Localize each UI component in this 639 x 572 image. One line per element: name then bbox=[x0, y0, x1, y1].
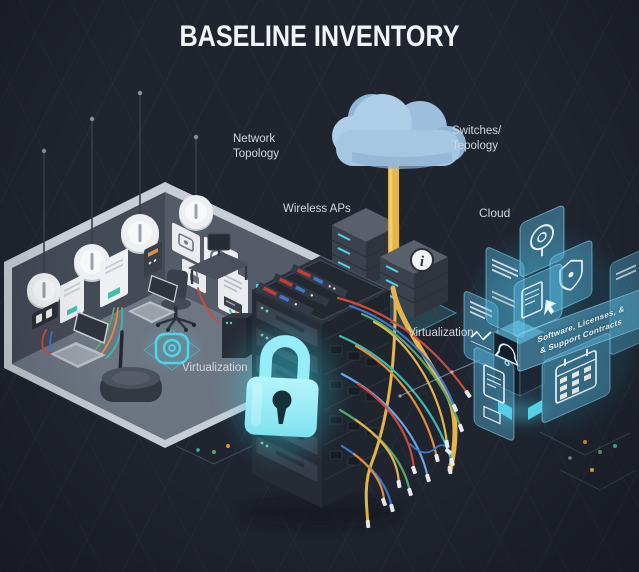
power-outlet bbox=[32, 301, 58, 330]
wall-frame-icon bbox=[172, 222, 200, 264]
wall-mounted-devices bbox=[32, 241, 162, 330]
edge-panel bbox=[609, 250, 639, 355]
info-badge-icon: i bbox=[410, 248, 434, 272]
rack-top-strips bbox=[256, 264, 348, 316]
label-cloud: Cloud bbox=[479, 206, 511, 220]
virtualization-icon bbox=[143, 329, 201, 371]
label-switches-topology: Switches/ Tepology bbox=[452, 125, 502, 152]
padlock-icon bbox=[229, 326, 338, 459]
circuit-traces bbox=[175, 431, 637, 491]
spec-card bbox=[218, 264, 248, 323]
dark-wall-box bbox=[144, 241, 162, 278]
cloud-icon bbox=[332, 94, 466, 169]
laptop-icon bbox=[50, 274, 179, 368]
page-title: BASELINE INVENTORY bbox=[179, 20, 460, 53]
label-virtualization-cluster: Virtualization bbox=[408, 327, 474, 339]
shield-icon bbox=[549, 240, 593, 313]
calendar-icon bbox=[541, 332, 611, 423]
desk bbox=[188, 233, 250, 284]
patch-cables bbox=[336, 285, 470, 526]
magnifier-icon bbox=[519, 205, 565, 277]
software-cluster bbox=[398, 205, 639, 441]
label-wireless-aps: Wireless APs bbox=[283, 203, 351, 215]
svg-text:i: i bbox=[420, 254, 425, 270]
document-cursor-icon bbox=[513, 263, 563, 337]
router-icon bbox=[100, 330, 162, 402]
cable-connectors bbox=[365, 389, 472, 529]
antenna-tips bbox=[41, 90, 199, 154]
connector-line bbox=[398, 359, 481, 398]
monitor-icon bbox=[207, 233, 231, 256]
document-icon bbox=[473, 347, 515, 441]
antenna-poles bbox=[43, 94, 197, 272]
label-network-topology: Network Topology bbox=[233, 133, 280, 160]
label-virtualization-room: Virtualization bbox=[182, 362, 248, 374]
